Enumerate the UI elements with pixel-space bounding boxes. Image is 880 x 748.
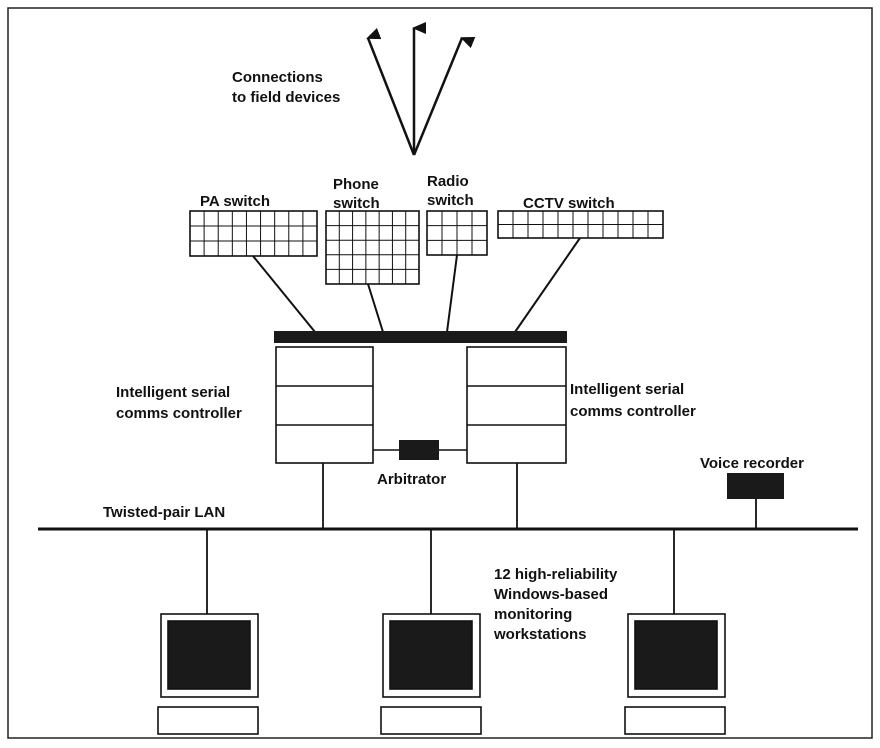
left-controller-unit (275, 346, 374, 464)
phone-switch-label-line1: Phone (333, 176, 379, 193)
right-controller-label-line2: comms controller (570, 403, 696, 420)
workstation-2 (380, 613, 482, 735)
radio-switch-label-line1: Radio (427, 173, 469, 190)
radio-switch-panel (426, 210, 488, 256)
arrow-right (412, 37, 476, 156)
right-controller-label-line1: Intelligent serial (570, 381, 684, 398)
lan-label: Twisted-pair LAN (103, 504, 225, 521)
field-device-arrows (366, 22, 476, 156)
pa-switch-label: PA switch (200, 193, 270, 210)
phone-switch-label-line2: switch (333, 195, 380, 212)
arrow-left (366, 28, 416, 156)
connections-label-line2: to field devices (232, 89, 340, 106)
left-controller-label-line2: comms controller (116, 405, 242, 422)
switch-connectors (252, 237, 581, 333)
phone-switch-panel (325, 210, 420, 285)
right-controller-unit (466, 346, 567, 464)
workstations-label-line1: 12 high-reliability (494, 566, 618, 583)
left-controller-label-line1: Intelligent serial (116, 384, 230, 401)
workstation-3 (624, 613, 726, 735)
cctv-switch-panel (497, 210, 664, 239)
frame-border (7, 7, 873, 739)
radio-switch-label-line2: switch (427, 192, 474, 209)
workstation-drops (206, 529, 675, 614)
controller-bus-bar (274, 331, 567, 343)
workstations-label-line3: monitoring (494, 606, 572, 623)
voice-recorder-label: Voice recorder (700, 455, 804, 472)
connections-label-line1: Connections (232, 69, 323, 86)
voice-recorder-box (727, 473, 784, 499)
cctv-switch-label: CCTV switch (523, 195, 615, 212)
arbitrator-label: Arbitrator (377, 471, 446, 488)
arbitrator-box (399, 440, 439, 460)
workstations-label-line4: workstations (493, 626, 587, 643)
workstations-label-line2: Windows-based (494, 586, 608, 603)
pa-switch-panel (189, 210, 318, 257)
workstation-1 (157, 613, 259, 735)
